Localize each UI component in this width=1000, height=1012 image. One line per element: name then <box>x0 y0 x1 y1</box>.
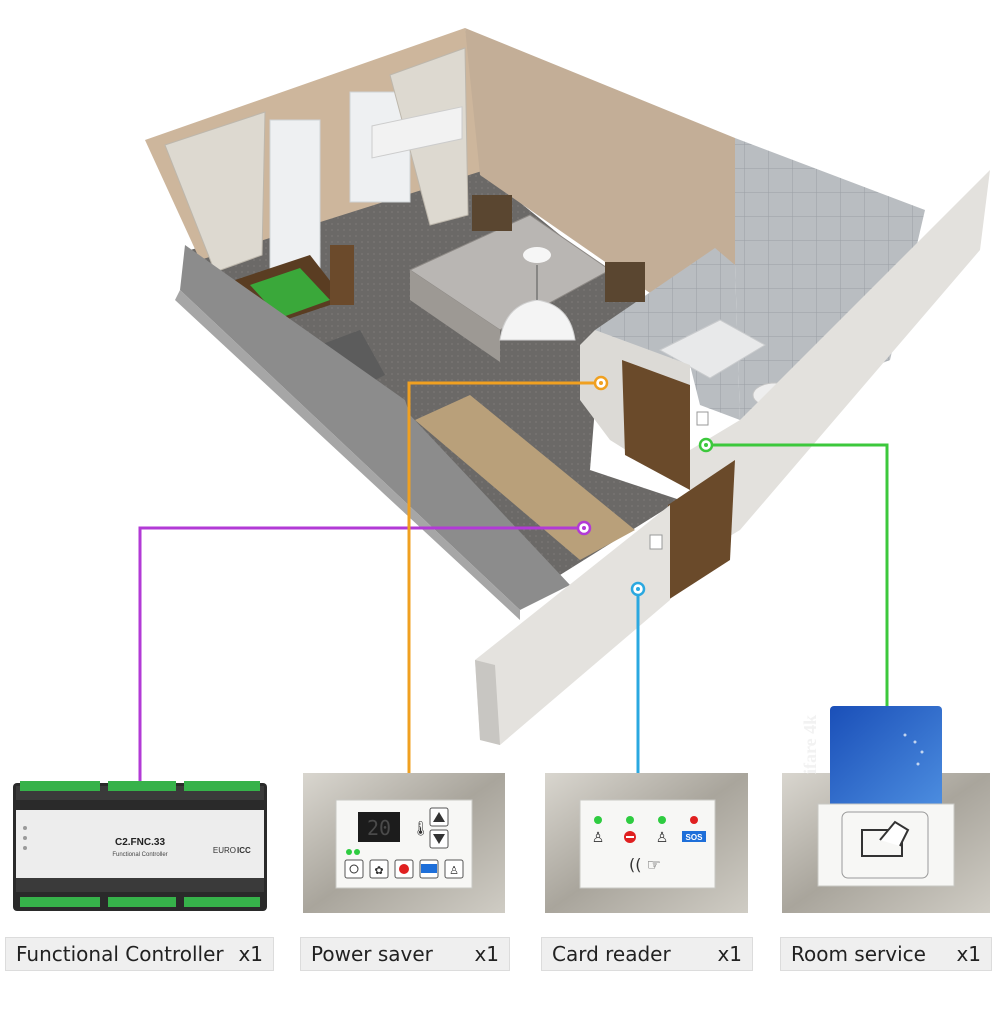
power-saver-buttons <box>344 859 464 879</box>
controller-brand-prefix: EURO <box>213 846 236 855</box>
shower-tray <box>658 319 766 379</box>
product-label-room-service: Room service x1 <box>780 937 992 971</box>
terminal-blocks-bottom <box>20 897 260 907</box>
controller-subtitle: Functional Controller <box>112 852 167 858</box>
product-qty: x1 <box>956 942 981 966</box>
bed-base <box>410 270 500 362</box>
room-service-device: ifare 4k <box>782 706 990 913</box>
dnd-icon <box>399 864 409 874</box>
status-led-green <box>346 849 352 855</box>
led-green-1 <box>594 816 602 824</box>
power-icon <box>349 864 359 874</box>
power-saver-device: 20 🌡 ✿ ♙ <box>303 773 505 913</box>
status-leds <box>23 826 27 850</box>
room-illustration <box>145 28 990 745</box>
front-wall <box>475 505 670 745</box>
controller-brand-suffix: ICC <box>237 846 251 855</box>
front-wall-edge <box>475 660 500 745</box>
back-wall <box>465 28 735 300</box>
curtain-left <box>164 111 266 273</box>
fan-icon: ✿ <box>374 864 383 877</box>
power-saver-line <box>407 381 601 775</box>
card-slot <box>841 811 929 879</box>
led-green-3 <box>658 816 666 824</box>
wardrobe <box>415 395 635 560</box>
card-reader-marker-dot <box>636 587 640 591</box>
product-name: Card reader <box>552 942 671 966</box>
down-arrow-icon <box>433 834 445 844</box>
pendant-lamp <box>499 299 576 341</box>
bathroom-side-wall <box>595 248 740 420</box>
terminal-blocks-top <box>20 781 260 791</box>
wall-room-service <box>696 411 709 426</box>
nightstand-right <box>605 262 645 302</box>
wall-card-reader <box>649 534 663 550</box>
maid-icon: ♙ <box>656 830 669 846</box>
chair <box>330 245 354 305</box>
nightstand-left <box>472 195 512 231</box>
card-stars <box>903 733 924 766</box>
led-green-2 <box>626 816 634 824</box>
controller-marker-dot <box>582 526 586 530</box>
product-qty: x1 <box>717 942 742 966</box>
fan-button[interactable] <box>369 859 389 879</box>
temperature-display <box>358 812 400 842</box>
bathroom-door <box>622 360 690 490</box>
functional-controller-device: C2.FNC.33 Functional Controller EURO ICC <box>13 781 267 911</box>
product-name: Functional Controller <box>16 942 224 966</box>
controller-line <box>138 526 584 783</box>
led-red <box>690 816 698 824</box>
room-service-marker-dot <box>704 443 708 447</box>
product-name: Room service <box>791 942 926 966</box>
display-value: 20 <box>367 816 391 840</box>
hand-icon <box>879 820 910 847</box>
controller-model: C2.FNC.33 <box>115 837 165 848</box>
up-arrow-icon <box>433 812 445 822</box>
entrance-door <box>668 460 735 600</box>
status-led-green-2 <box>354 849 360 855</box>
sos-icon <box>421 864 437 873</box>
product-qty: x1 <box>474 942 499 966</box>
connection-lines <box>138 381 889 783</box>
power-button[interactable] <box>344 859 364 879</box>
connection-markers <box>576 375 714 597</box>
radiator <box>371 106 463 159</box>
product-qty: x1 <box>238 942 263 966</box>
room-service-line <box>706 443 889 710</box>
card-text: ifare 4k <box>800 715 820 774</box>
card-reader-device: ♙ ♙ SOS (( ☞ <box>545 773 748 913</box>
left-wall-front <box>175 290 520 620</box>
right-wall <box>690 170 990 560</box>
key-card <box>830 706 942 810</box>
product-label-power-saver: Power saver x1 <box>300 937 510 971</box>
sos-icon <box>682 831 706 842</box>
product-label-card-reader: Card reader x1 <box>541 937 753 971</box>
window-left <box>269 119 321 271</box>
product-label-controller: Functional Controller x1 <box>5 937 274 971</box>
card-holder <box>817 803 955 887</box>
person-icon: ♙ <box>449 864 459 877</box>
power-saver-marker-dot <box>599 381 603 385</box>
person-icon: ♙ <box>592 830 605 846</box>
service-button[interactable] <box>444 859 464 879</box>
controller-face <box>16 810 264 878</box>
sos-label: SOS <box>686 833 704 842</box>
left-wall <box>180 245 570 610</box>
ceiling-lamp <box>523 247 551 263</box>
thermometer-icon: 🌡 <box>412 821 430 837</box>
product-name: Power saver <box>311 942 433 966</box>
contactless-card-icon: (( ☞ <box>629 855 661 874</box>
